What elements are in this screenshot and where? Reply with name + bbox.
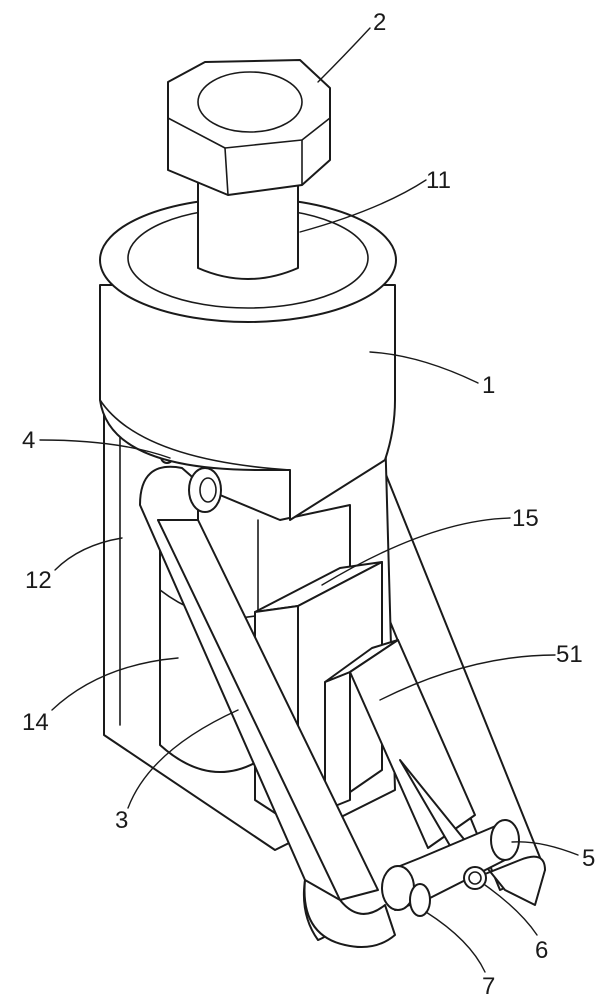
- right-rod: [399, 759, 546, 906]
- front-rod-3: [139, 465, 396, 948]
- slider-51: [324, 639, 476, 849]
- reference-labels: 2 11 1 4 15 12 51 14 3 5 6 7: [22, 9, 595, 1000]
- label-6: 6: [535, 937, 548, 964]
- label-15: 15: [512, 505, 539, 532]
- pin-7: [409, 883, 431, 917]
- label-11: 11: [426, 167, 451, 194]
- label-12: 12: [25, 567, 52, 594]
- label-4: 4: [22, 427, 35, 454]
- label-51: 51: [556, 641, 583, 668]
- hex-bolt-2: [167, 59, 331, 196]
- label-2: 2: [373, 9, 386, 36]
- leader-lines: [39, 27, 579, 973]
- pin-6: [463, 866, 487, 890]
- label-5: 5: [582, 845, 595, 872]
- shaft-11: [197, 179, 299, 280]
- label-1: 1: [482, 372, 495, 399]
- label-3: 3: [115, 807, 128, 834]
- label-7: 7: [482, 973, 495, 1000]
- label-14: 14: [22, 709, 49, 736]
